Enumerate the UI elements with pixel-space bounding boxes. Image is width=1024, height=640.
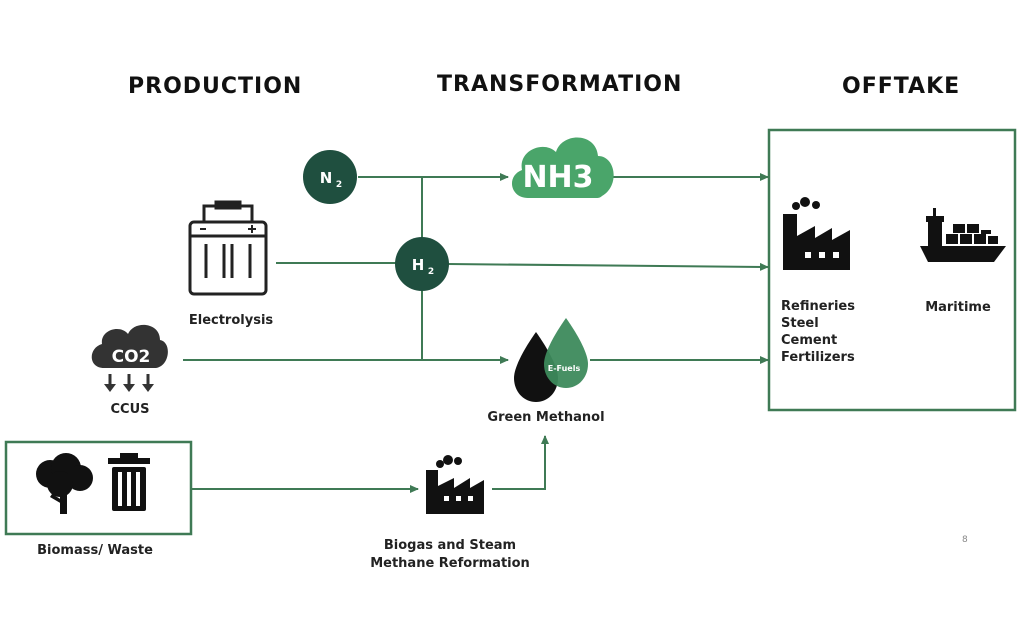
biomass-waste-label: Biomass/ Waste [37, 543, 153, 558]
ship-icon [920, 208, 1006, 262]
efuels-label: E-Fuels [548, 364, 581, 373]
biogas-label-line1: Biogas and Steam [383, 538, 517, 553]
trash-icon [108, 453, 150, 511]
h2-label: H [412, 256, 425, 274]
transformation-header: TRANSFORMATION [437, 72, 683, 97]
co2-label: CO2 [112, 347, 151, 367]
connector-lines [183, 173, 769, 493]
tree-icon [36, 453, 93, 514]
green-methanol-label: Green Methanol [487, 410, 605, 425]
ccus-label: CCUS [110, 402, 150, 417]
battery-icon [188, 200, 268, 296]
offtake-header: OFFTAKE [842, 74, 961, 99]
offtake-box [767, 128, 1017, 412]
electrolysis-label: Electrolysis [188, 313, 274, 328]
h2-node: H 2 [395, 237, 449, 291]
n2-label: N [320, 169, 333, 187]
n2-subscript: 2 [336, 180, 342, 190]
h2-to-offtake-line [447, 262, 769, 271]
offtake-item-steel: Steel [781, 316, 819, 331]
offtake-item-refineries: Refineries [781, 299, 855, 314]
nh3-label: NH3 [522, 160, 593, 195]
biomass-box [4, 440, 193, 536]
offtake-factory-icon [783, 197, 850, 270]
nh3-cloud-icon: NH3 [511, 137, 614, 198]
co2-cloud-icon: CO2 [91, 324, 168, 392]
biogas-label-line2: Methane Reformation [370, 556, 530, 571]
n2-node: N 2 [303, 150, 357, 204]
offtake-list: Refineries Steel Cement Fertilizers [781, 298, 855, 366]
page-number: 8 [962, 535, 968, 545]
droplet-icon: E-Fuels [514, 318, 588, 402]
production-header: PRODUCTION [128, 74, 303, 99]
maritime-label: Maritime [925, 300, 991, 315]
factory-icon [426, 455, 484, 514]
offtake-item-cement: Cement [781, 333, 838, 348]
h2-subscript: 2 [428, 267, 434, 277]
biogas-to-methanol-line [492, 435, 549, 490]
offtake-item-fertilizers: Fertilizers [781, 350, 855, 365]
